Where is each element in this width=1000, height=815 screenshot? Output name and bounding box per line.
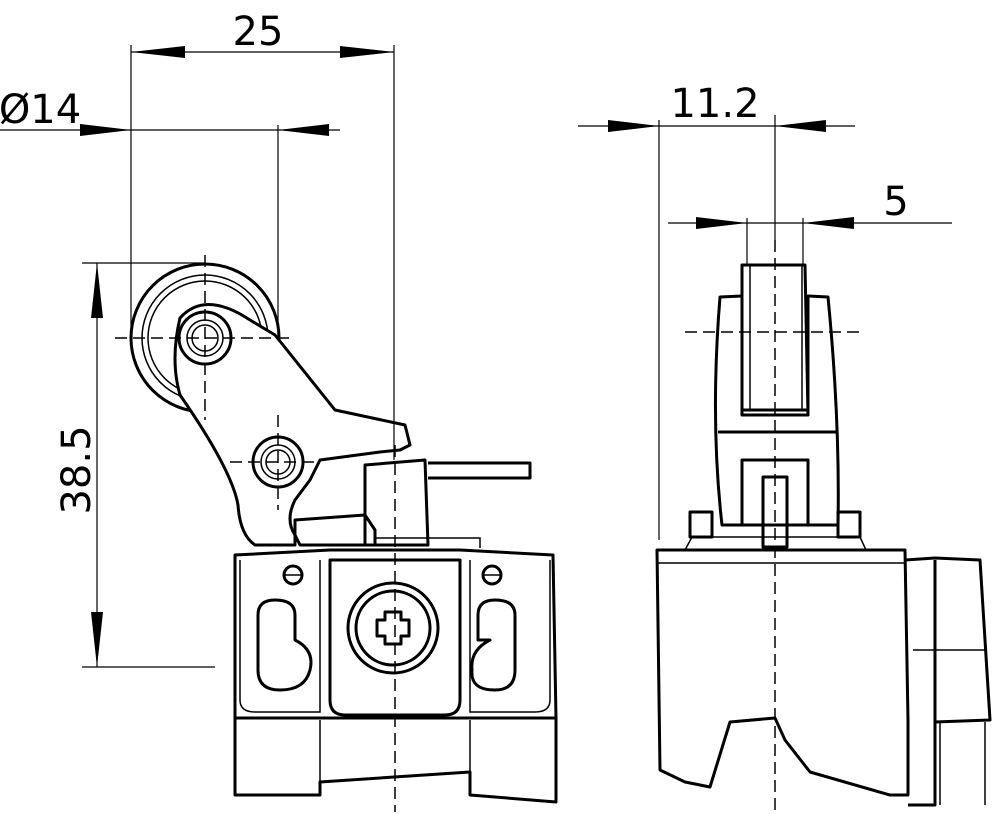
lever-arm bbox=[173, 303, 412, 547]
side-cover bbox=[904, 556, 992, 807]
central-screw bbox=[346, 581, 440, 675]
dimension-roller-width: 5 bbox=[883, 179, 908, 225]
side-view bbox=[655, 240, 992, 812]
dimension-height: 38.5 bbox=[54, 425, 100, 514]
mounting-slot-left bbox=[256, 598, 313, 692]
lever-fork bbox=[713, 294, 840, 527]
screw-right bbox=[481, 564, 503, 586]
dimension-lever-length: 25 bbox=[233, 9, 284, 55]
screw-left bbox=[282, 564, 304, 586]
dimension-side-offset: 11.2 bbox=[670, 81, 759, 127]
dimension-lines bbox=[0, 45, 952, 668]
dimension-roller-diameter: Ø14 bbox=[0, 87, 81, 133]
front-view bbox=[115, 255, 558, 812]
side-body bbox=[655, 548, 910, 797]
torx-icon bbox=[375, 610, 411, 646]
mounting-slot-right bbox=[470, 598, 517, 692]
